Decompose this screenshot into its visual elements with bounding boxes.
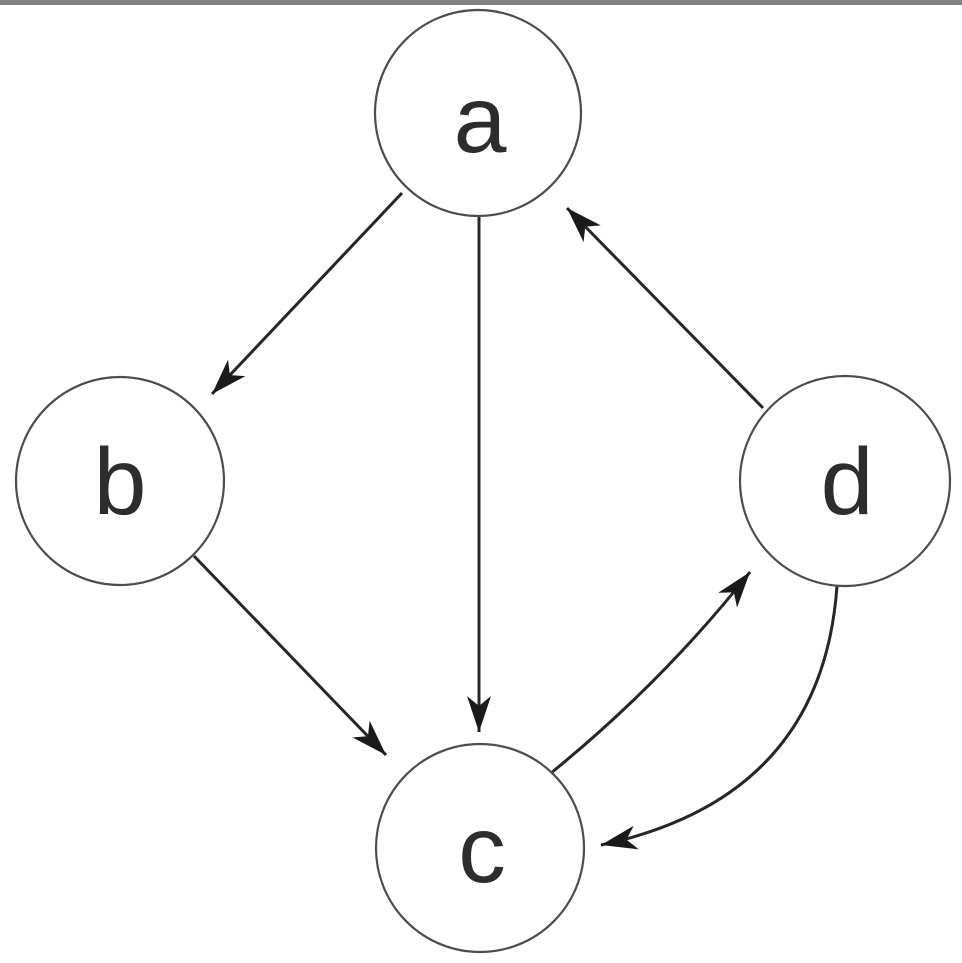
node-b-label: b: [94, 429, 147, 535]
node-a-label: a: [454, 67, 507, 173]
node-a: [373, 8, 583, 218]
node-d-label: d: [821, 429, 874, 535]
node-d: [738, 374, 952, 588]
node-b: [14, 375, 226, 587]
edge-d-to-c-curved: [600, 585, 839, 850]
edge-a-to-b: [210, 191, 404, 396]
edge-d-to-a: [565, 206, 765, 410]
top-border-bar: [0, 0, 962, 5]
node-c-label: c: [458, 797, 506, 903]
edge-c-to-d: [550, 571, 752, 775]
node-c: [374, 742, 586, 954]
edge-b-to-c: [192, 554, 388, 757]
